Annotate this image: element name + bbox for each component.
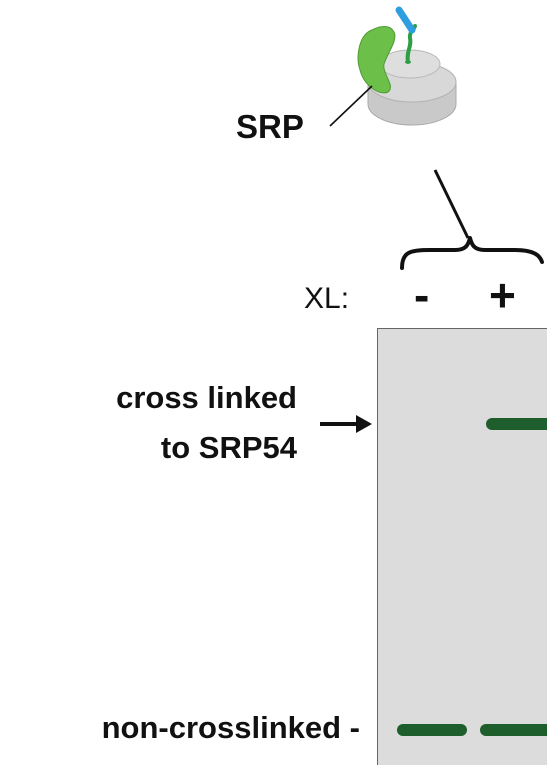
noncrosslinked-label: non-crosslinked - xyxy=(101,710,360,745)
srp54-subunit-icon xyxy=(357,26,396,94)
right-arrow-icon xyxy=(320,415,372,433)
lane-minus-label: - xyxy=(414,269,430,321)
noncrosslinked-band-minus-lane xyxy=(397,724,467,736)
gel-panel xyxy=(377,328,547,765)
crosslinked-band-plus-lane xyxy=(486,418,547,430)
srp-ribosome-illustration xyxy=(329,6,544,270)
lane-brace xyxy=(400,236,544,270)
crosslinked-label-line2: to SRP54 xyxy=(160,430,297,465)
xl-label: XL: xyxy=(304,282,350,315)
srp-leader-line xyxy=(329,85,373,127)
crosslinked-label-line1: cross linked xyxy=(116,380,297,415)
lane-plus-label: + xyxy=(489,269,516,321)
noncrosslinked-band-plus-lane xyxy=(480,724,547,736)
ribosome-icon xyxy=(367,49,457,126)
brace-pointer-line xyxy=(433,169,470,239)
srp-label: SRP xyxy=(236,108,304,145)
nascent-chain-icon xyxy=(395,6,417,64)
